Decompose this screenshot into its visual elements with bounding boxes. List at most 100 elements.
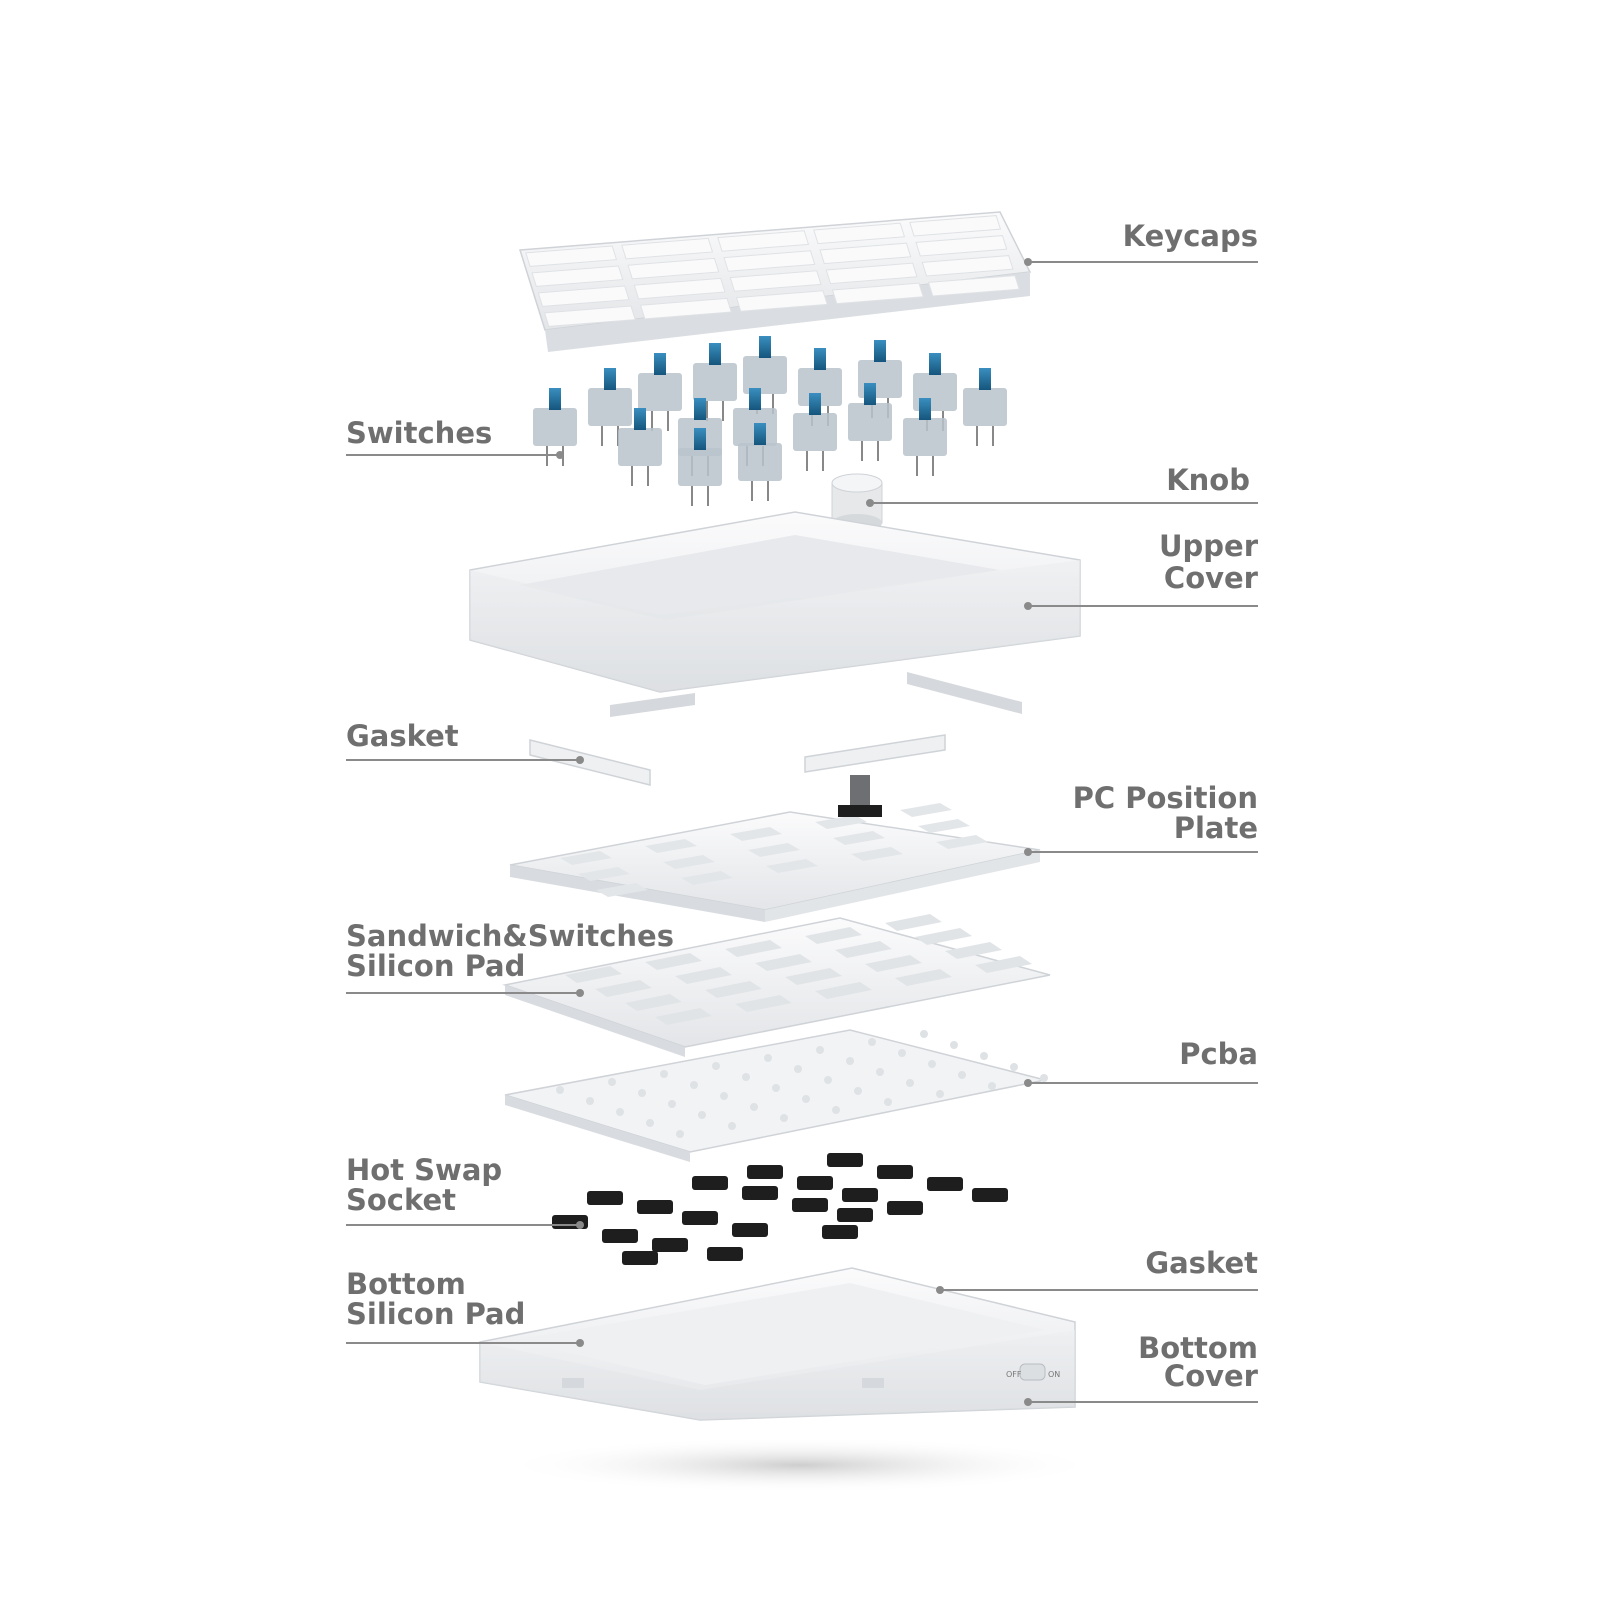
- label-upper-cover-line1: Upper: [1159, 529, 1259, 563]
- keycap: [735, 290, 828, 312]
- keycaps-part: [519, 211, 1032, 352]
- hot-swap-socket: [732, 1223, 768, 1237]
- pad-hole: [815, 982, 872, 999]
- plate-hole: [851, 847, 903, 861]
- pcba-pad: [668, 1100, 676, 1108]
- pcba-pad: [950, 1041, 958, 1049]
- pc-position-plate-part: [509, 775, 1041, 922]
- keycap: [921, 255, 1014, 277]
- label-hotswap-line1: Hot Swap: [346, 1153, 502, 1187]
- label-pc-plate-line2: Plate: [1174, 811, 1258, 845]
- switch-stem: [759, 336, 771, 358]
- sandwich-silicon-pad-part: [502, 914, 1051, 1057]
- hot-swap-socket: [837, 1208, 873, 1222]
- switch-stem: [864, 383, 876, 405]
- switch: [693, 343, 737, 421]
- hot-swap-socket: [822, 1225, 858, 1239]
- switch-housing: [638, 373, 682, 411]
- pcba-pad: [928, 1060, 936, 1068]
- pcba-pad: [638, 1089, 646, 1097]
- keycap: [537, 285, 630, 307]
- switch-stem: [874, 340, 886, 362]
- pcba-pad: [742, 1073, 750, 1081]
- label-pc-plate-line1: PC Position: [1073, 781, 1258, 815]
- floor-shadow: [500, 1437, 1100, 1493]
- label-hotswap-line2: Socket: [346, 1183, 456, 1217]
- keycap: [909, 215, 1002, 237]
- pcba-pad: [556, 1086, 564, 1094]
- switch-stem: [749, 388, 761, 410]
- pad-hole: [835, 941, 892, 958]
- pcba-pad: [824, 1076, 832, 1084]
- pad-hole: [805, 927, 862, 944]
- hot-swap-socket: [637, 1200, 673, 1214]
- label-pcba: Pcba: [1179, 1037, 1258, 1071]
- switch-housing: [588, 388, 632, 426]
- pcba-pad: [780, 1114, 788, 1122]
- hot-swap-socket: [972, 1188, 1008, 1202]
- pad-hole: [975, 956, 1032, 973]
- switch-stem: [694, 428, 706, 450]
- keycap: [633, 277, 726, 300]
- plate-hole: [936, 835, 988, 849]
- switch: [793, 393, 837, 471]
- hot-swap-socket: [827, 1153, 863, 1167]
- keycap: [819, 242, 912, 265]
- hot-swap-sockets-part: [552, 1153, 1008, 1265]
- plate-hole: [730, 827, 782, 841]
- keycap: [627, 257, 720, 280]
- keycap: [813, 222, 906, 245]
- keycap: [531, 265, 624, 287]
- upper-cover-part: [469, 511, 1081, 693]
- switch-stem: [929, 353, 941, 375]
- label-keycaps: Keycaps: [1123, 219, 1258, 253]
- plate-hole: [748, 843, 800, 857]
- hot-swap-socket: [622, 1251, 658, 1265]
- switch-housing: [693, 363, 737, 401]
- keycap: [723, 250, 816, 272]
- keycap: [621, 237, 714, 260]
- leader-lines: [346, 258, 1258, 1406]
- hot-swap-socket: [602, 1229, 638, 1243]
- plate-hole: [645, 839, 697, 853]
- pad-hole: [885, 914, 942, 931]
- switch: [738, 423, 782, 501]
- hot-swap-socket: [792, 1198, 828, 1212]
- pcba-pad: [868, 1038, 876, 1046]
- plate-hole: [596, 883, 648, 897]
- hot-swap-socket: [707, 1247, 743, 1261]
- pcba-pad: [906, 1079, 914, 1087]
- hot-swap-socket: [842, 1188, 878, 1202]
- pcba-pad: [854, 1087, 862, 1095]
- pad-hole: [655, 1008, 712, 1025]
- label-sandwich-line2: Silicon Pad: [346, 949, 525, 983]
- pcba-pad: [698, 1111, 706, 1119]
- hot-swap-socket: [692, 1176, 728, 1190]
- switch: [678, 428, 722, 506]
- pcba-pad: [884, 1098, 892, 1106]
- switch-stem: [549, 388, 561, 410]
- pad-hole: [785, 968, 842, 985]
- switches-part: [533, 336, 1007, 506]
- switch-housing: [963, 388, 1007, 426]
- switch-stem: [919, 398, 931, 420]
- gasket-strips-upper: [529, 672, 1022, 786]
- label-knob: Knob: [1166, 463, 1250, 497]
- plate-hole: [663, 855, 715, 869]
- plate-hole: [766, 859, 818, 873]
- pcba-pad: [764, 1054, 772, 1062]
- switch-stem: [654, 353, 666, 375]
- pcba-pad: [586, 1097, 594, 1105]
- pcba-pad: [898, 1049, 906, 1057]
- switch-stem: [979, 368, 991, 390]
- pcba-pad: [690, 1081, 698, 1089]
- hot-swap-socket: [927, 1177, 963, 1191]
- pad-hole: [865, 955, 922, 972]
- pcba-pad: [616, 1108, 624, 1116]
- pcba-pad: [958, 1071, 966, 1079]
- switch-housing: [738, 443, 782, 481]
- switch-stem: [754, 423, 766, 445]
- pcba-pad: [728, 1122, 736, 1130]
- pcba-pad: [1040, 1074, 1048, 1082]
- power-switch: [1019, 1363, 1046, 1381]
